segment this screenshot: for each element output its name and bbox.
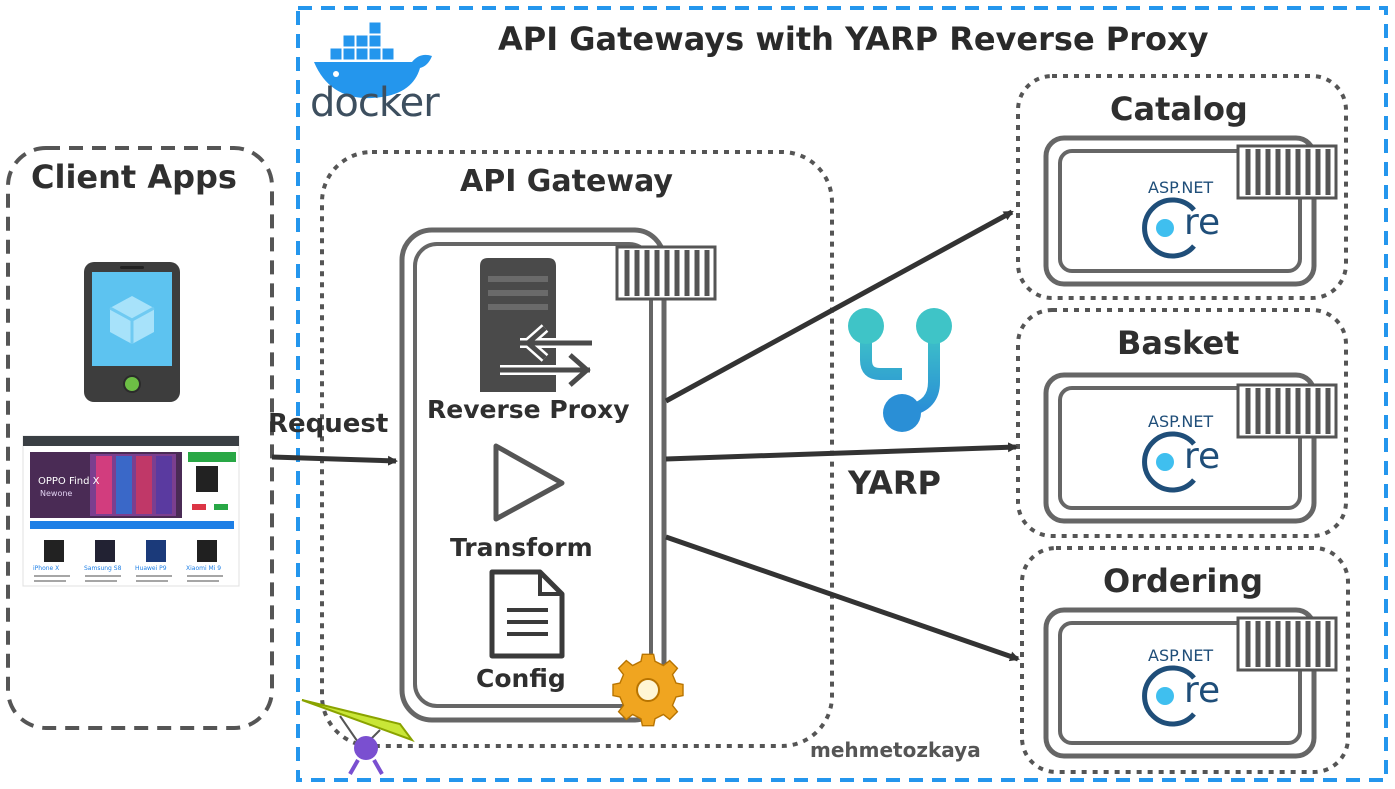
basket-service-box	[1016, 308, 1348, 538]
transform-label: Transform	[450, 533, 593, 562]
server-icon	[480, 258, 595, 392]
phone-icon	[84, 262, 180, 402]
shop-screenshot	[22, 435, 240, 587]
client-apps-box	[6, 146, 274, 730]
shop-card-label: Samsung S8	[84, 565, 122, 572]
shop-card-label: iPhone X	[33, 565, 60, 572]
aspnet-core-logo-basket	[1142, 431, 1196, 493]
config-label: Config	[476, 664, 566, 693]
client-apps-title: Client Apps	[31, 158, 237, 196]
gear-icon	[612, 653, 684, 727]
shop-card-label: Huawei P9	[135, 565, 167, 572]
gateway-container-stripes	[615, 245, 717, 301]
api-gateway-title: API Gateway	[460, 164, 673, 199]
ordering-core-label: re	[1184, 670, 1221, 711]
catalog-service-box	[1016, 74, 1348, 300]
reverse-proxy-label: Reverse Proxy	[427, 395, 630, 424]
catalog-aspnet-label: ASP.NET	[1148, 178, 1214, 197]
shop-banner-title: OPPO Find X	[38, 476, 100, 487]
docker-whale-icon	[314, 21, 432, 99]
ordering-title: Ordering	[1103, 562, 1264, 600]
hang-glider-icon	[301, 699, 415, 775]
yarp-label: YARP	[848, 464, 941, 502]
request-label: Request	[268, 409, 389, 439]
play-icon	[493, 443, 565, 522]
basket-title: Basket	[1117, 324, 1240, 362]
api-gateway-box	[320, 150, 834, 748]
shop-card-label: Xiaomi Mi 9	[186, 565, 222, 572]
catalog-core-label: re	[1184, 202, 1221, 243]
author-label: mehmetozkaya	[810, 738, 981, 762]
ordering-service-box	[1020, 546, 1350, 774]
arrow-to-basket	[665, 442, 1018, 462]
docker-label: docker	[310, 80, 440, 126]
ordering-aspnet-label: ASP.NET	[1148, 646, 1214, 665]
yarp-logo-icon	[848, 308, 952, 432]
diagram-title: API Gateways with YARP Reverse Proxy	[498, 20, 1209, 58]
catalog-title: Catalog	[1110, 90, 1248, 128]
arrow-to-ordering	[665, 534, 1020, 662]
request-arrow	[271, 454, 398, 466]
arrow-to-catalog	[664, 209, 1014, 404]
basket-aspnet-label: ASP.NET	[1148, 412, 1214, 431]
aspnet-core-logo-ordering	[1142, 665, 1196, 727]
basket-core-label: re	[1184, 436, 1221, 477]
document-icon	[489, 569, 565, 659]
shop-banner-subtitle: Newone	[40, 489, 73, 498]
docker-boundary	[296, 6, 1388, 782]
aspnet-core-logo-catalog	[1142, 197, 1196, 259]
